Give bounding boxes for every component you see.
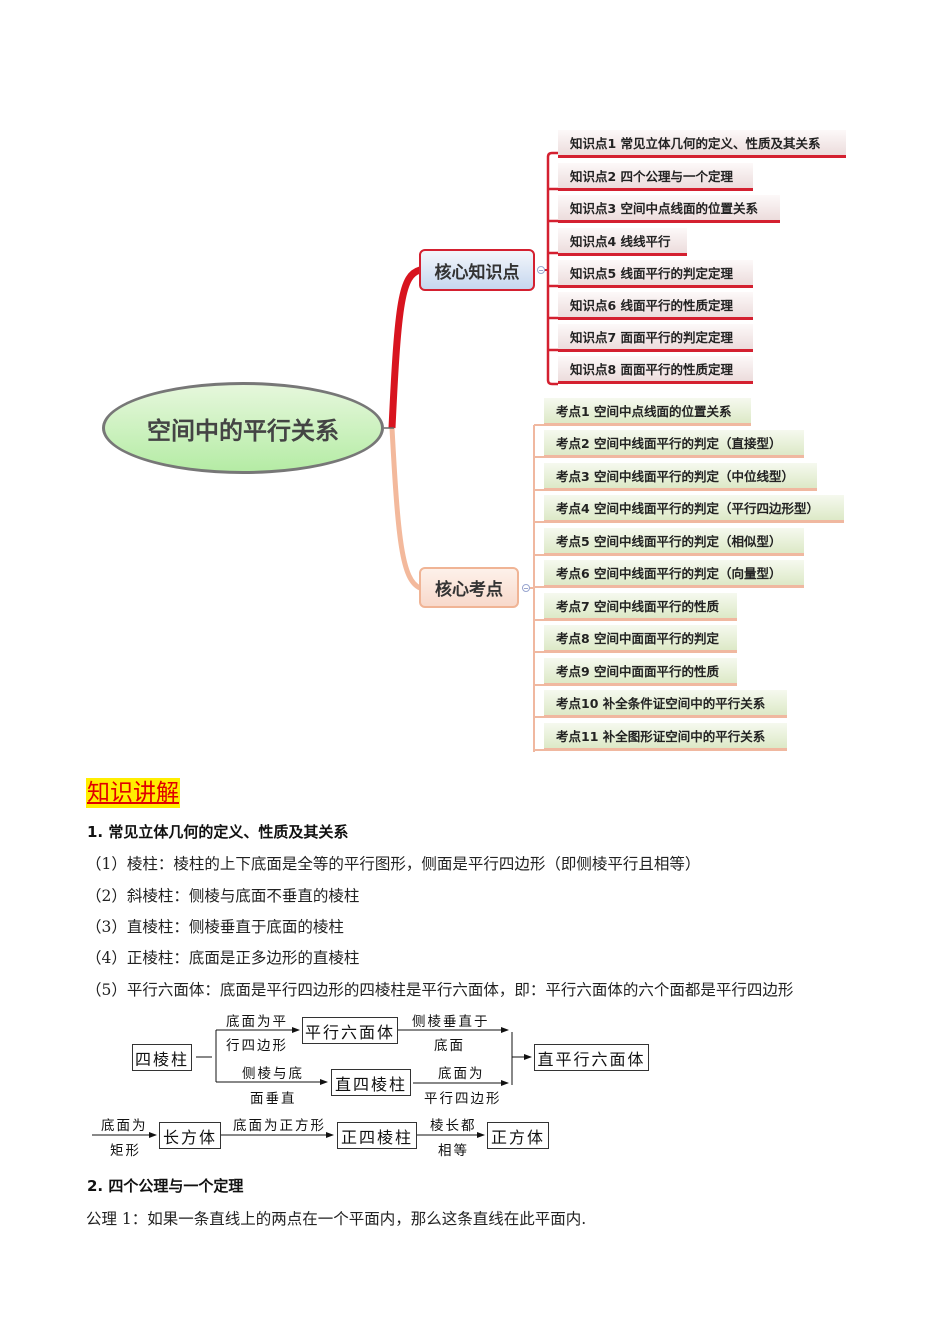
exam-item-4[interactable]: 考点4 空间中线面平行的判定（平行四边形型） bbox=[544, 495, 844, 523]
section-1-title: 1. 常见立体几何的定义、性质及其关系 bbox=[87, 823, 349, 841]
knowledge-item-6[interactable]: 知识点6 线面平行的性质定理 bbox=[558, 292, 753, 320]
exam-item-11[interactable]: 考点11 补全图形证空间中的平行关系 bbox=[544, 723, 787, 751]
definition-right-prism: （3）直棱柱：侧棱垂直于底面的棱柱 bbox=[86, 918, 344, 936]
section-heading-knowledge-explanation: 知识讲解 bbox=[86, 778, 180, 808]
knowledge-item-8[interactable]: 知识点8 面面平行的性质定理 bbox=[558, 356, 753, 384]
exam-item-5[interactable]: 考点5 空间中线面平行的判定（相似型） bbox=[544, 528, 804, 556]
knowledge-item-4[interactable]: 知识点4 线线平行 bbox=[558, 228, 687, 256]
box-quadrangular-prism: 四棱柱 bbox=[132, 1044, 192, 1071]
exam-item-8[interactable]: 考点8 空间中面面平行的判定 bbox=[544, 625, 737, 653]
mind-map: 空间中的平行关系 核心知识点 核心考点 知识点1 常见立体几何的定义、性质及其关… bbox=[102, 130, 846, 752]
knowledge-item-5[interactable]: 知识点5 线面平行的判定定理 bbox=[558, 260, 753, 288]
exam-item-6[interactable]: 考点6 空间中线面平行的判定（向量型） bbox=[544, 560, 804, 588]
definition-parallelepiped: （5）平行六面体：底面是平行四边形的四棱柱是平行六面体，即：平行六面体的六个面都… bbox=[86, 981, 794, 999]
definition-oblique-prism: （2）斜棱柱：侧棱与底面不垂直的棱柱 bbox=[86, 887, 360, 905]
branch-core-knowledge[interactable]: 核心知识点 bbox=[419, 249, 535, 291]
box-regular-quadrangular-prism: 正四棱柱 bbox=[337, 1122, 417, 1149]
label-edges-equal-top: 棱长都 bbox=[430, 1118, 477, 1134]
label-base-parallelogram-bottom: 行四边形 bbox=[226, 1038, 288, 1054]
exam-item-7[interactable]: 考点7 空间中线面平行的性质 bbox=[544, 593, 737, 621]
label-base-rectangle-top: 底面为 bbox=[101, 1118, 148, 1134]
definition-prism: （1）棱柱：棱柱的上下底面是全等的平行图形，侧面是平行四边形（即侧棱平行且相等） bbox=[86, 855, 701, 873]
collapse-toggle-icon[interactable] bbox=[537, 266, 545, 274]
box-parallelepiped: 平行六面体 bbox=[302, 1017, 398, 1044]
section-2-title: 2. 四个公理与一个定理 bbox=[87, 1177, 244, 1195]
box-cube: 正方体 bbox=[487, 1122, 549, 1149]
label-lateral-perp-top: 侧棱垂直于 bbox=[412, 1014, 490, 1030]
exam-item-3[interactable]: 考点3 空间中线面平行的判定（中位线型） bbox=[544, 463, 817, 491]
knowledge-item-2[interactable]: 知识点2 四个公理与一个定理 bbox=[558, 163, 753, 191]
exam-item-9[interactable]: 考点9 空间中面面平行的性质 bbox=[544, 658, 737, 686]
label-lateral-base-perp-top: 侧棱与底 bbox=[242, 1066, 304, 1082]
knowledge-item-3[interactable]: 知识点3 空间中点线面的位置关系 bbox=[558, 195, 780, 223]
label-base-square: 底面为正方形 bbox=[233, 1118, 326, 1134]
label-base-rectangle-bottom: 矩形 bbox=[110, 1143, 141, 1159]
branch-core-exam-points[interactable]: 核心考点 bbox=[419, 567, 519, 608]
label-base-is-bottom: 平行四边形 bbox=[424, 1091, 502, 1107]
axiom-1: 公理 1：如果一条直线上的两点在一个平面内，那么这条直线在此平面内. bbox=[86, 1210, 587, 1228]
mindmap-root-node[interactable]: 空间中的平行关系 bbox=[102, 382, 384, 474]
exam-item-10[interactable]: 考点10 补全条件证空间中的平行关系 bbox=[544, 690, 787, 718]
box-right-parallelepiped: 直平行六面体 bbox=[534, 1044, 649, 1071]
label-base-parallelogram-top: 底面为平 bbox=[226, 1014, 288, 1030]
label-lateral-perp-bottom: 底面 bbox=[434, 1038, 465, 1054]
collapse-toggle-icon[interactable] bbox=[522, 584, 530, 592]
knowledge-item-7[interactable]: 知识点7 面面平行的判定定理 bbox=[558, 324, 753, 352]
knowledge-item-1[interactable]: 知识点1 常见立体几何的定义、性质及其关系 bbox=[558, 130, 846, 158]
definition-regular-prism: （4）正棱柱：底面是正多边形的直棱柱 bbox=[86, 949, 360, 967]
box-right-quadrangular-prism: 直四棱柱 bbox=[331, 1069, 411, 1096]
label-base-is-top: 底面为 bbox=[438, 1066, 485, 1082]
label-edges-equal-bottom: 相等 bbox=[438, 1143, 469, 1159]
exam-item-2[interactable]: 考点2 空间中线面平行的判定（直接型） bbox=[544, 430, 804, 458]
box-cuboid: 长方体 bbox=[159, 1122, 221, 1149]
label-lateral-base-perp-bottom: 面垂直 bbox=[250, 1091, 297, 1107]
exam-item-1[interactable]: 考点1 空间中点线面的位置关系 bbox=[544, 398, 751, 426]
